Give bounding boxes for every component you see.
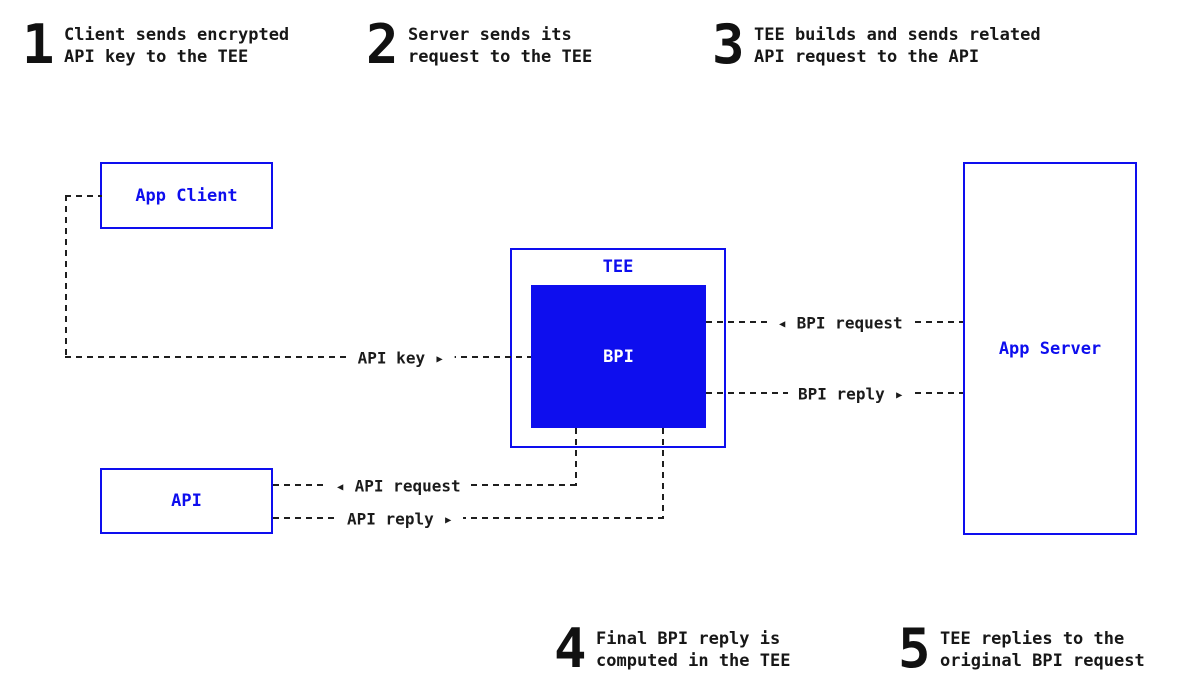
app-server-label: App Server — [998, 338, 1102, 359]
api-reply-label: API reply ▸ — [337, 509, 463, 529]
api-key-line-top-horizontal — [65, 195, 102, 197]
step-4: 4 Final BPI reply is computed in the TEE — [554, 617, 790, 680]
step-2: 2 Server sends its request to the TEE — [366, 13, 592, 76]
app-server-box: App Server — [963, 162, 1137, 535]
bpi-box: BPI — [531, 285, 706, 428]
step-4-line-2: computed in the TEE — [596, 651, 791, 671]
api-reply-line-horizontal — [273, 517, 664, 519]
step-3: 3 TEE builds and sends related API reque… — [712, 13, 1041, 76]
bpi-label: BPI — [603, 346, 634, 367]
step-1-line-1: Client sends encrypted — [64, 25, 290, 45]
step-1-text: Client sends encrypted API key to the TE… — [64, 24, 289, 68]
step-2-line-2: request to the TEE — [408, 47, 593, 67]
tee-label: TEE — [602, 257, 634, 277]
api-reply-line-vertical — [662, 428, 664, 519]
app-client-box: App Client — [100, 162, 273, 229]
step-4-text: Final BPI reply is computed in the TEE — [596, 628, 790, 672]
bpi-reply-label: BPI reply ▸ — [788, 384, 914, 404]
step-3-text: TEE builds and sends related API request… — [754, 24, 1041, 68]
bpi-request-label: ◂ BPI request — [767, 313, 913, 333]
step-4-number: 4 — [554, 617, 587, 680]
step-3-line-1: TEE builds and sends related — [754, 25, 1041, 45]
step-5-line-1: TEE replies to the — [940, 629, 1125, 649]
api-box: API — [100, 468, 273, 534]
api-request-label: ◂ API request — [325, 476, 471, 496]
step-4-line-1: Final BPI reply is — [596, 629, 781, 649]
step-5-text: TEE replies to the original BPI request — [940, 628, 1145, 672]
step-1-number: 1 — [22, 13, 55, 76]
step-1: 1 Client sends encrypted API key to the … — [22, 13, 289, 76]
step-3-number: 3 — [712, 13, 745, 76]
step-3-line-2: API request to the API — [754, 47, 980, 67]
step-5-number: 5 — [898, 617, 931, 680]
api-key-line-vertical — [65, 195, 67, 358]
step-1-line-2: API key to the TEE — [64, 47, 249, 67]
step-2-text: Server sends its request to the TEE — [408, 24, 592, 68]
api-label: API — [171, 491, 202, 511]
api-key-label: API key ▸ — [347, 348, 455, 368]
step-5: 5 TEE replies to the original BPI reques… — [898, 617, 1145, 680]
step-2-number: 2 — [366, 13, 399, 76]
app-client-label: App Client — [135, 185, 238, 206]
step-5-line-2: original BPI request — [940, 651, 1145, 671]
step-2-line-1: Server sends its — [408, 25, 572, 45]
api-request-line-vertical — [575, 428, 577, 486]
api-key-line-horizontal — [65, 356, 531, 358]
